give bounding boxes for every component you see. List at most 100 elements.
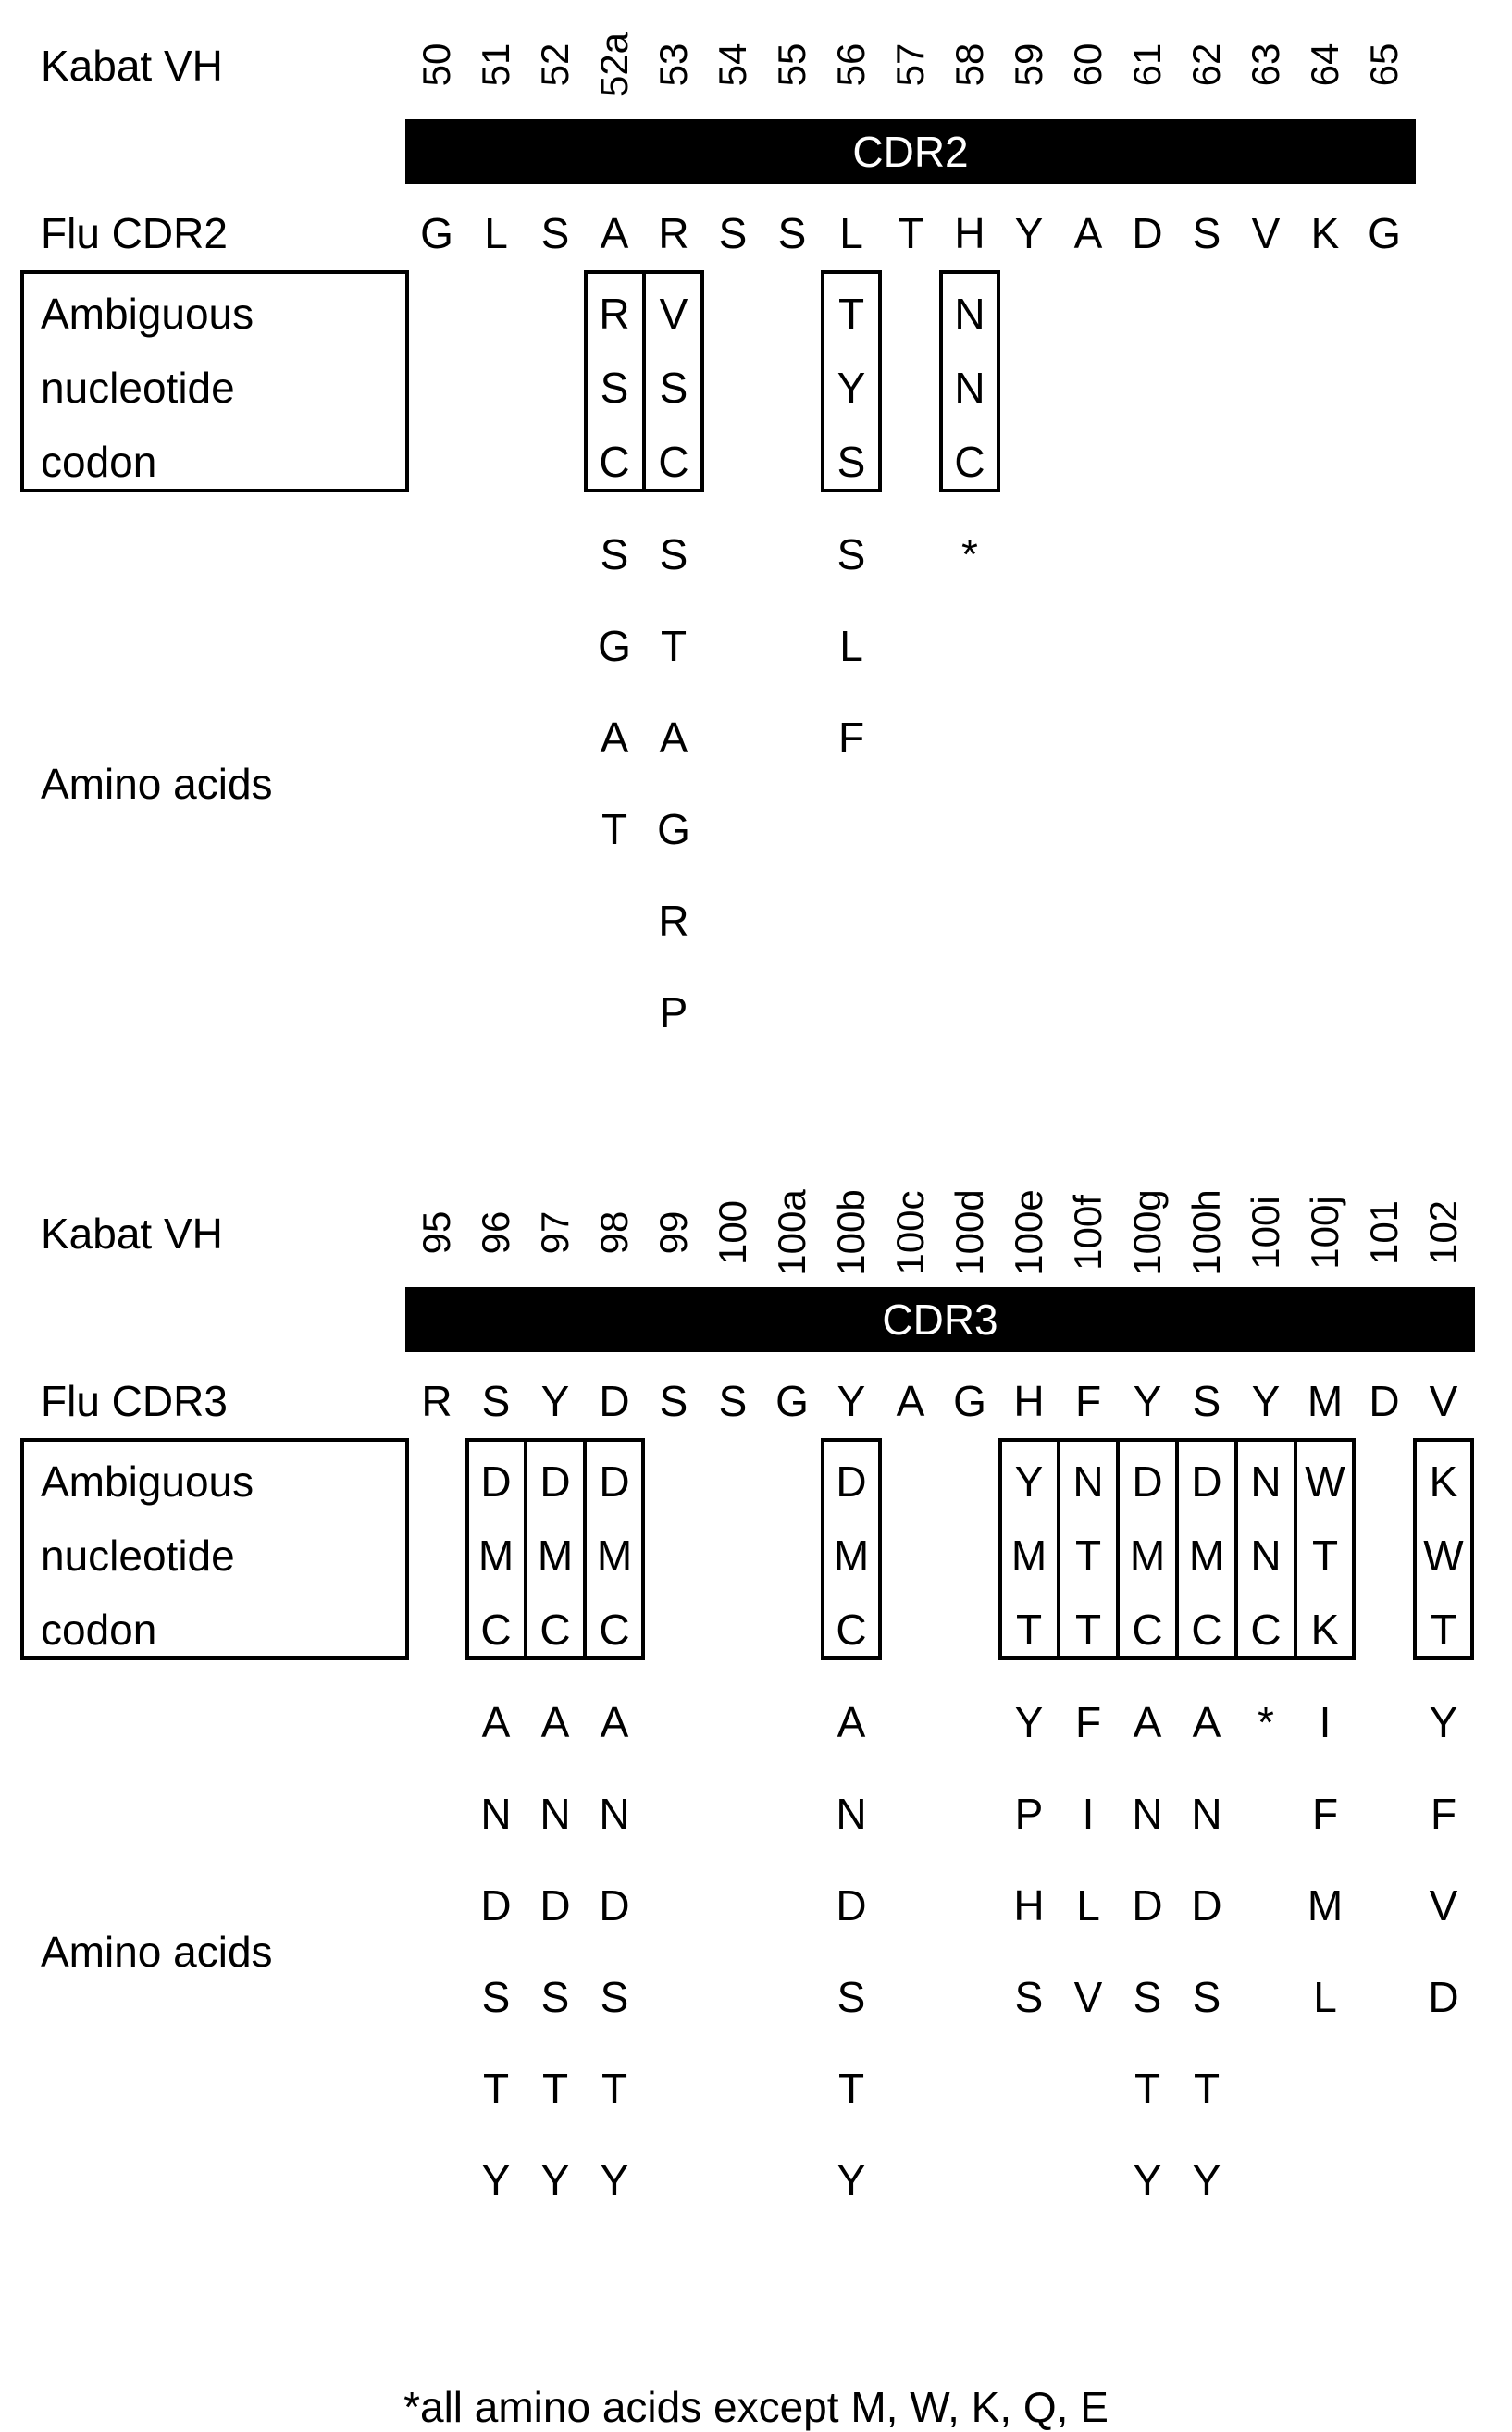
cdr2-amino-acid: G bbox=[657, 805, 690, 853]
cdr3-codon-divider bbox=[1116, 1438, 1120, 1660]
cdr2-kabat-label: Kabat VH bbox=[41, 42, 223, 90]
cdr2-amino-acid: S bbox=[837, 530, 866, 578]
cdr3-residue: A bbox=[896, 1377, 925, 1425]
cdr3-codon-base: M bbox=[596, 1532, 633, 1580]
cdr3-codon-base: C bbox=[1132, 1606, 1163, 1654]
cdr3-codon-base: M bbox=[1188, 1532, 1225, 1580]
cdr2-residue: S bbox=[777, 209, 807, 257]
cdr2-codon-base: S bbox=[659, 364, 688, 412]
cdr3-kabat-position: 100e bbox=[1007, 1189, 1050, 1276]
cdr3-kabat-position: 100a bbox=[770, 1189, 813, 1276]
cdr3-kabat-position: 100c bbox=[888, 1190, 932, 1275]
cdr3-amino-acid: A bbox=[600, 1698, 629, 1746]
cdr3-codon-base: T bbox=[1311, 1532, 1339, 1580]
cdr3-codon-divider bbox=[1294, 1438, 1297, 1660]
cdr2-amino-acid: A bbox=[659, 713, 688, 762]
cdr3-codon-base: N bbox=[1250, 1532, 1282, 1580]
cdr3-amino-acid: N bbox=[1132, 1790, 1163, 1838]
cdr3-codon-base: D bbox=[1191, 1458, 1222, 1506]
cdr3-amino-acid: D bbox=[1132, 1881, 1163, 1929]
cdr3-codon-base: W bbox=[1305, 1458, 1345, 1506]
cdr2-kabat-position: 60 bbox=[1066, 43, 1109, 87]
cdr3-amino-acid: F bbox=[1074, 1698, 1102, 1746]
cdr2-residue: S bbox=[1192, 209, 1221, 257]
cdr2-residue: T bbox=[897, 209, 924, 257]
cdr3-amino-acid: D bbox=[539, 1881, 571, 1929]
cdr3-amino-acid: Y bbox=[1014, 1698, 1044, 1746]
cdr2-kabat-position: 55 bbox=[770, 43, 813, 87]
cdr3-codon-base: C bbox=[836, 1606, 867, 1654]
cdr3-amino-acid: Y bbox=[540, 2156, 570, 2204]
cdr3-amino-acid: D bbox=[1428, 1973, 1459, 2021]
cdr3-codon-base: C bbox=[599, 1606, 630, 1654]
cdr3-codon-base: M bbox=[1010, 1532, 1047, 1580]
cdr2-amino-acid: R bbox=[658, 897, 689, 945]
cdr2-kabat-position: 53 bbox=[651, 43, 695, 87]
cdr2-codon-divider bbox=[642, 270, 646, 492]
cdr3-residue: Y bbox=[837, 1377, 866, 1425]
cdr3-codon-label-box bbox=[20, 1438, 409, 1660]
cdr2-kabat-position: 56 bbox=[829, 43, 873, 87]
cdr3-kabat-position: 100 bbox=[711, 1199, 754, 1266]
cdr2-amino-acid: T bbox=[660, 622, 688, 670]
cdr3-codon-base: M bbox=[833, 1532, 870, 1580]
cdr2-kabat-position: 59 bbox=[1007, 43, 1050, 87]
cdr3-amino-acid: S bbox=[1192, 1973, 1221, 2021]
cdr3-amino-acid: N bbox=[480, 1790, 512, 1838]
cdr2-kabat-position: 58 bbox=[948, 43, 991, 87]
cdr3-codon-base: K bbox=[1310, 1606, 1340, 1654]
cdr3-codon-divider bbox=[583, 1438, 587, 1660]
cdr2-kabat-position: 52a bbox=[592, 31, 636, 98]
cdr2-codon-base: C bbox=[658, 438, 689, 486]
cdr3-residue: S bbox=[481, 1377, 511, 1425]
cdr2-residue: S bbox=[540, 209, 570, 257]
cdr2-codon-label-box bbox=[20, 270, 409, 492]
cdr2-codon-base: N bbox=[954, 290, 985, 338]
cdr3-codon-base: D bbox=[480, 1458, 512, 1506]
cdr2-residue: L bbox=[484, 209, 508, 257]
cdr3-amino-acid: I bbox=[1319, 1698, 1332, 1746]
cdr3-amino-acid: L bbox=[1313, 1973, 1337, 2021]
cdr2-kabat-position: 62 bbox=[1184, 43, 1228, 87]
cdr3-kabat-position: 100f bbox=[1066, 1195, 1109, 1271]
cdr2-amino-acid: T bbox=[601, 805, 628, 853]
cdr3-residue: H bbox=[1013, 1377, 1045, 1425]
cdr3-codon-base: D bbox=[539, 1458, 571, 1506]
cdr3-residue: M bbox=[1307, 1377, 1344, 1425]
cdr3-amino-acid: Y bbox=[600, 2156, 629, 2204]
cdr2-kabat-position: 63 bbox=[1244, 43, 1287, 87]
cdr3-codon-base: K bbox=[1429, 1458, 1458, 1506]
cdr2-codon-box bbox=[939, 270, 1000, 492]
cdr3-codon-label-line: codon bbox=[41, 1606, 157, 1654]
cdr3-amino-acid: A bbox=[1133, 1698, 1162, 1746]
cdr3-amino-acid: T bbox=[1193, 2065, 1221, 2113]
cdr3-amino-acid: Y bbox=[1192, 2156, 1221, 2204]
cdr3-amino-acid: A bbox=[540, 1698, 570, 1746]
cdr2-residue: D bbox=[1132, 209, 1163, 257]
cdr3-amino-acid: S bbox=[481, 1973, 511, 2021]
cdr3-kabat-position: 100d bbox=[948, 1189, 991, 1276]
cdr2-amino-acid: * bbox=[961, 530, 978, 578]
footnote: *all amino acids except M, W, K, Q, E bbox=[403, 2383, 1109, 2431]
cdr3-amino-acid: L bbox=[1076, 1881, 1100, 1929]
cdr3-amino-acid: H bbox=[1013, 1881, 1045, 1929]
cdr3-amino-acid: S bbox=[1014, 1973, 1044, 2021]
cdr3-residue: G bbox=[775, 1377, 809, 1425]
cdr3-codon-base: T bbox=[1430, 1606, 1457, 1654]
cdr3-amino-acids-label: Amino acids bbox=[41, 1927, 273, 1976]
cdr2-residue: G bbox=[420, 209, 453, 257]
cdr2-region-bar: CDR2 bbox=[405, 119, 1416, 184]
cdr3-residue: S bbox=[718, 1377, 748, 1425]
cdr3-amino-acid: T bbox=[1134, 2065, 1161, 2113]
cdr3-residue: D bbox=[599, 1377, 630, 1425]
cdr2-residue: L bbox=[839, 209, 863, 257]
cdr3-sequence-label: Flu CDR3 bbox=[41, 1377, 228, 1425]
cdr3-amino-acid: T bbox=[837, 2065, 865, 2113]
cdr2-amino-acid: A bbox=[600, 713, 629, 762]
cdr3-amino-acid: N bbox=[1191, 1790, 1222, 1838]
cdr3-residue: Y bbox=[540, 1377, 570, 1425]
cdr3-kabat-position: 96 bbox=[474, 1210, 517, 1255]
cdr2-codon-base: N bbox=[954, 364, 985, 412]
cdr3-residue: S bbox=[659, 1377, 688, 1425]
cdr3-amino-acid: D bbox=[1191, 1881, 1222, 1929]
